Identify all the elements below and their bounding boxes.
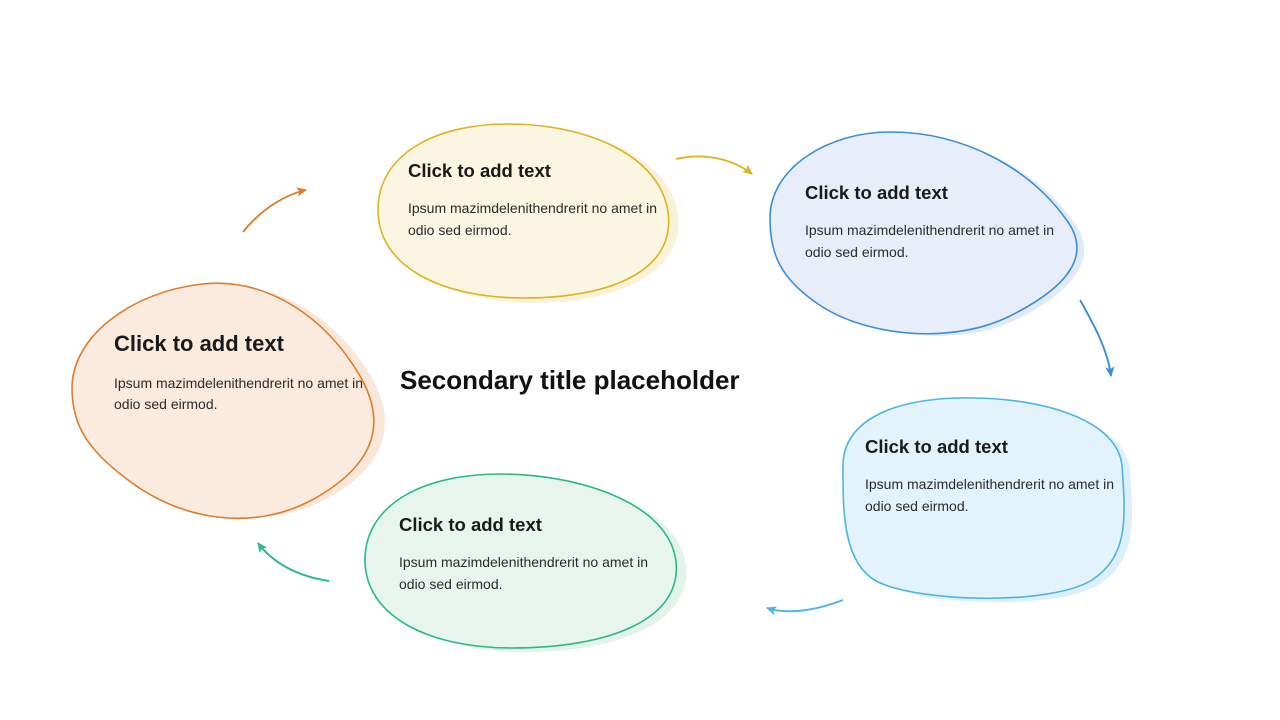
node-heading[interactable]: Click to add text: [114, 331, 284, 356]
node-outline-layer: [71, 123, 1125, 649]
node-heading[interactable]: Click to add text: [865, 436, 1008, 457]
node-heading[interactable]: Click to add text: [408, 160, 551, 181]
node-heading[interactable]: Click to add text: [399, 514, 542, 535]
arrow-blue-to-lightblue: [1079, 299, 1115, 378]
node-body[interactable]: Ipsum mazimdelenithendrerit no amet in o…: [399, 554, 649, 592]
node-shape-lightblue[interactable]: [842, 397, 1125, 600]
arrow-layer: [242, 155, 1115, 616]
node-text-green[interactable]: Click to add text Ipsum mazimdelenithend…: [399, 514, 649, 595]
node-text-orange[interactable]: Click to add text Ipsum mazimdelenithend…: [114, 331, 364, 415]
node-text-blue[interactable]: Click to add text Ipsum mazimdelenithend…: [805, 182, 1055, 263]
arrow-yellow-to-blue: [675, 155, 753, 175]
node-shape-green[interactable]: [364, 473, 678, 649]
node-heading[interactable]: Click to add text: [805, 182, 948, 203]
node-body[interactable]: Ipsum mazimdelenithendrerit no amet in o…: [114, 375, 364, 412]
node-body[interactable]: Ipsum mazimdelenithendrerit no amet in o…: [865, 476, 1115, 514]
node-shape-orange[interactable]: [71, 282, 375, 520]
arrow-orange-to-yellow: [242, 187, 308, 233]
node-body[interactable]: Ipsum mazimdelenithendrerit no amet in o…: [805, 222, 1055, 260]
node-shape-blue[interactable]: [769, 131, 1078, 335]
secondary-title-placeholder[interactable]: Secondary title placeholder: [400, 365, 740, 395]
node-shape-yellow[interactable]: [377, 123, 670, 299]
node-body[interactable]: Ipsum mazimdelenithendrerit no amet in o…: [408, 200, 658, 238]
node-text-yellow[interactable]: Click to add text Ipsum mazimdelenithend…: [408, 160, 658, 241]
arrow-green-to-orange: [257, 542, 330, 582]
arrow-lightblue-to-green: [765, 599, 844, 616]
node-text-lightblue[interactable]: Click to add text Ipsum mazimdelenithend…: [865, 436, 1115, 517]
